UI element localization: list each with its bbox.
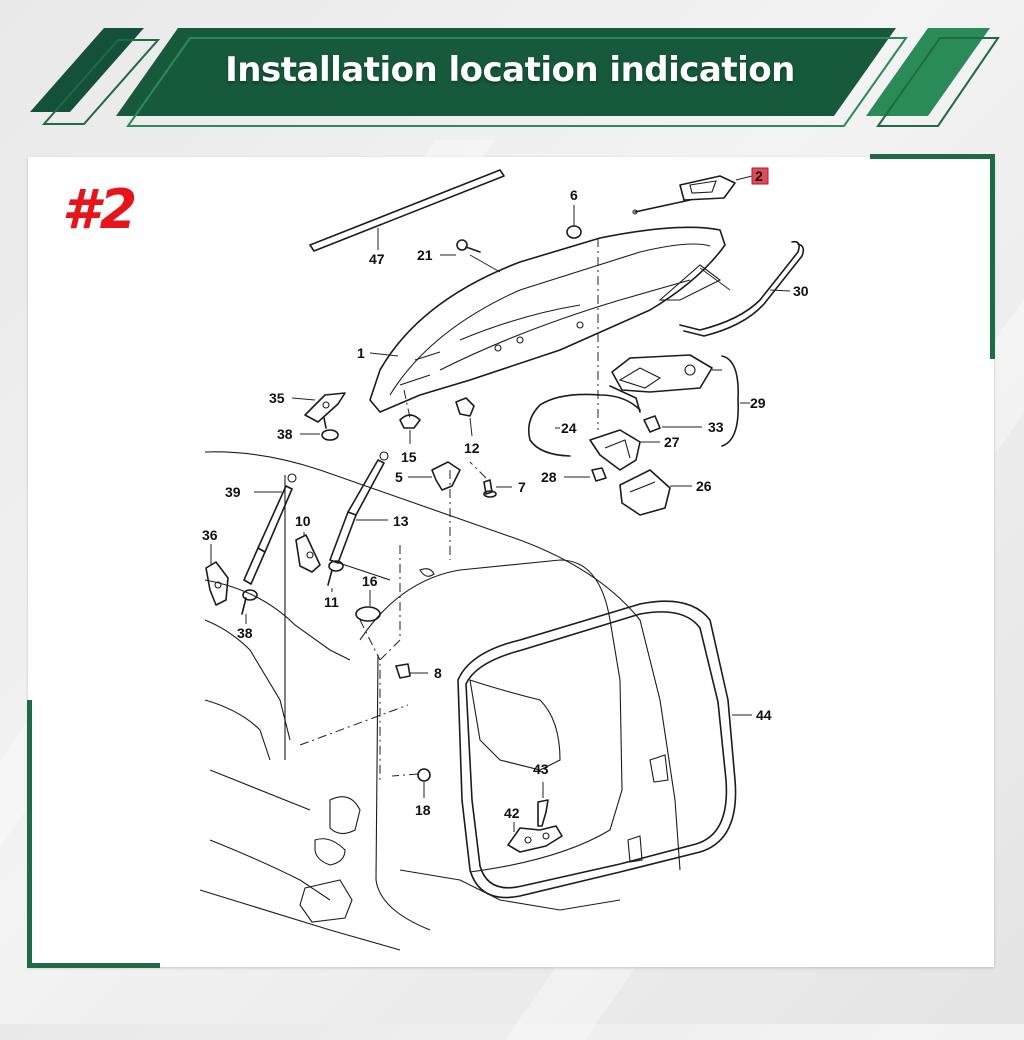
callout-7: 7	[518, 479, 526, 495]
banner-main-bar	[116, 28, 896, 116]
banner-right-chevron	[866, 28, 990, 116]
callout-47: 47	[369, 251, 385, 267]
part-24-cable	[527, 385, 641, 457]
vehicle-body	[199, 451, 681, 951]
callout-24: 24	[561, 420, 577, 436]
callout-33: 33	[708, 419, 724, 435]
part-29-lock-motor	[611, 354, 750, 447]
panel-accent-bottom-left	[27, 963, 160, 968]
part-28-nut	[564, 467, 607, 482]
part-13-gas-strut	[329, 451, 389, 564]
callout-5: 5	[395, 469, 403, 485]
part-6-cap	[566, 205, 582, 239]
callout-21: 21	[417, 247, 433, 263]
part-39-gas-strut	[243, 473, 297, 585]
part-38-bolt-lower	[241, 589, 258, 624]
part-44-seal	[457, 600, 752, 899]
callout-44: 44	[756, 707, 772, 723]
part-2-handle	[632, 175, 753, 215]
part-27-bracket	[589, 429, 660, 471]
panel-accent-right	[990, 154, 995, 359]
callout-26: 26	[696, 478, 712, 494]
callout-15: 15	[401, 449, 417, 465]
part-21-bolt	[440, 239, 501, 273]
panel-accent-top-right	[870, 154, 994, 159]
callout-29: 29	[750, 395, 766, 411]
part-10-bracket	[295, 532, 321, 573]
callout-12: 12	[464, 440, 480, 456]
callout-6: 6	[570, 187, 578, 203]
part-7-screw	[469, 461, 512, 498]
diagram-panel	[28, 157, 994, 967]
page-title: Installation location indication	[225, 50, 795, 90]
part-38-bolt-upper	[300, 417, 339, 441]
header-banner: Installation location indication	[0, 0, 1024, 140]
callout-2: 2	[755, 168, 763, 184]
callout-35: 35	[269, 390, 285, 406]
diagram-number-tag: #2	[62, 178, 138, 241]
part-11-bolt	[327, 560, 344, 592]
callout-42: 42	[504, 805, 520, 821]
part-12-bumper	[455, 397, 475, 437]
panel-accent-left	[27, 700, 32, 968]
highlight-box-part-2	[751, 167, 769, 185]
banner-right-chevron-outline	[876, 37, 1000, 127]
callout-28: 28	[541, 469, 557, 485]
callout-8: 8	[434, 665, 442, 681]
banner-shapes	[30, 28, 1000, 127]
part-15-plug	[399, 389, 421, 444]
callout-13: 13	[393, 513, 409, 529]
callout-43: 43	[533, 761, 549, 777]
callout-39: 39	[225, 484, 241, 500]
part-18-bush	[391, 768, 431, 798]
part-42-striker	[507, 822, 563, 853]
callout-1: 1	[357, 345, 365, 361]
part-47-strip	[309, 169, 505, 252]
part-5-guide	[408, 461, 461, 560]
part-43-bolt	[537, 782, 549, 827]
part-30-seal	[679, 240, 805, 337]
banner-left-chevron-outline	[41, 39, 161, 125]
part-8-nut	[395, 663, 428, 679]
callout-16: 16	[362, 573, 378, 589]
banner-main-bar-outline	[126, 37, 908, 127]
banner-left-chevron	[30, 28, 144, 112]
part-26-lock	[619, 469, 692, 516]
part-35-hinge	[291, 392, 346, 423]
part-1-tailgate	[369, 226, 731, 430]
callout-27: 27	[664, 434, 680, 450]
part-36-bracket	[205, 544, 229, 606]
callout-30: 30	[793, 283, 809, 299]
callout-18: 18	[415, 802, 431, 818]
callout-11: 11	[324, 594, 339, 610]
callout-36: 36	[202, 527, 218, 543]
callout-10: 10	[295, 513, 311, 529]
part-33-clip	[643, 415, 702, 433]
callout-38-lower: 38	[237, 625, 253, 641]
callout-38-upper: 38	[277, 426, 293, 442]
part-16-grommet	[355, 590, 381, 622]
